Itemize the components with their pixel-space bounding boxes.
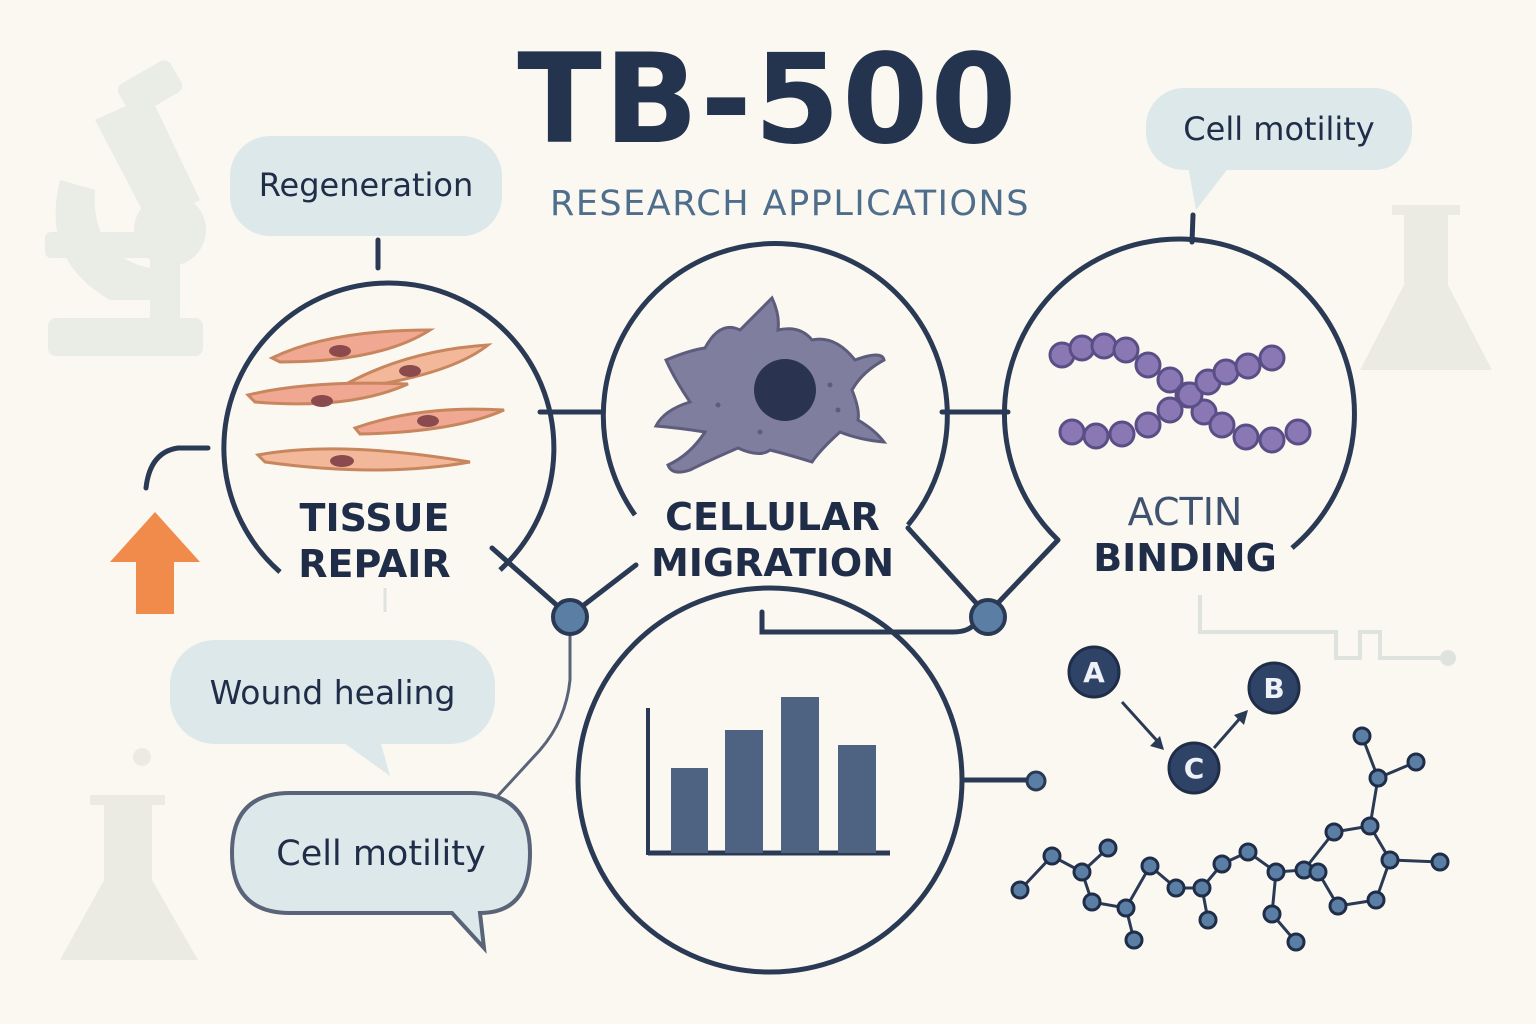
- up-arrow-icon: [110, 512, 200, 614]
- node-c: [1167, 741, 1221, 795]
- cell-motility-top-bubble: [1146, 88, 1412, 210]
- junction-node: [551, 598, 589, 636]
- node-c-label: C: [1184, 752, 1205, 785]
- cell-motility-bottom-bubble: [229, 791, 533, 954]
- node-b-label: B: [1263, 672, 1284, 705]
- node-b: [1247, 661, 1301, 715]
- regeneration-text: Regeneration: [258, 166, 474, 204]
- node-a: [1067, 645, 1121, 699]
- molecule-icon: [1010, 726, 1450, 952]
- cellular-migration-panel: [600, 241, 950, 527]
- cellular-migration-label: CELLULAR MIGRATION: [630, 494, 915, 586]
- page-subtitle: RESEARCH APPLICATIONS: [550, 184, 1030, 224]
- actin-binding-line2: BINDING: [1093, 536, 1277, 580]
- cell-motility-top-text: Cell motility: [1183, 110, 1375, 148]
- circuit-trace: [1198, 595, 1456, 666]
- thin-connector: [492, 635, 572, 802]
- flask-icon: [1360, 205, 1492, 370]
- actin-binding-panel: [1001, 236, 1357, 550]
- cellular-migration-line1: CELLULAR: [665, 495, 880, 539]
- bar: [838, 745, 876, 853]
- tissue-repair-line1: TISSUE: [299, 496, 450, 540]
- endpoint-node: [1025, 770, 1047, 792]
- bar: [781, 697, 819, 853]
- cellular-migration-line2: MIGRATION: [650, 541, 895, 585]
- migrating-cell-icon: [653, 295, 888, 474]
- page-title: TB-500: [517, 28, 1019, 172]
- cell-motility-bottom-text: Cell motility: [276, 834, 486, 874]
- actin-filament-icon: [1048, 332, 1312, 454]
- tissue-repair-panel: [221, 280, 557, 574]
- junction-node: [969, 598, 1007, 636]
- bar: [725, 730, 763, 853]
- bar-chart-panel: [575, 585, 965, 975]
- wound-healing-text: Wound healing: [209, 673, 456, 712]
- wound-healing-bubble: [170, 640, 495, 776]
- node-a-label: A: [1083, 656, 1105, 689]
- bar: [671, 768, 708, 853]
- actin-binding-line1: ACTIN: [1127, 490, 1243, 534]
- tissue-cells-icon: [245, 328, 505, 472]
- flask-icon: [60, 748, 198, 960]
- actin-binding-label: ACTIN BINDING: [1070, 489, 1300, 581]
- regeneration-bubble: [230, 136, 502, 236]
- reaction-diagram: A B C: [1067, 645, 1301, 795]
- tissue-repair-line2: REPAIR: [298, 542, 451, 586]
- bar-chart-icon: [646, 697, 890, 856]
- tissue-repair-label: TISSUE REPAIR: [262, 495, 487, 587]
- microscope-icon: [45, 60, 206, 356]
